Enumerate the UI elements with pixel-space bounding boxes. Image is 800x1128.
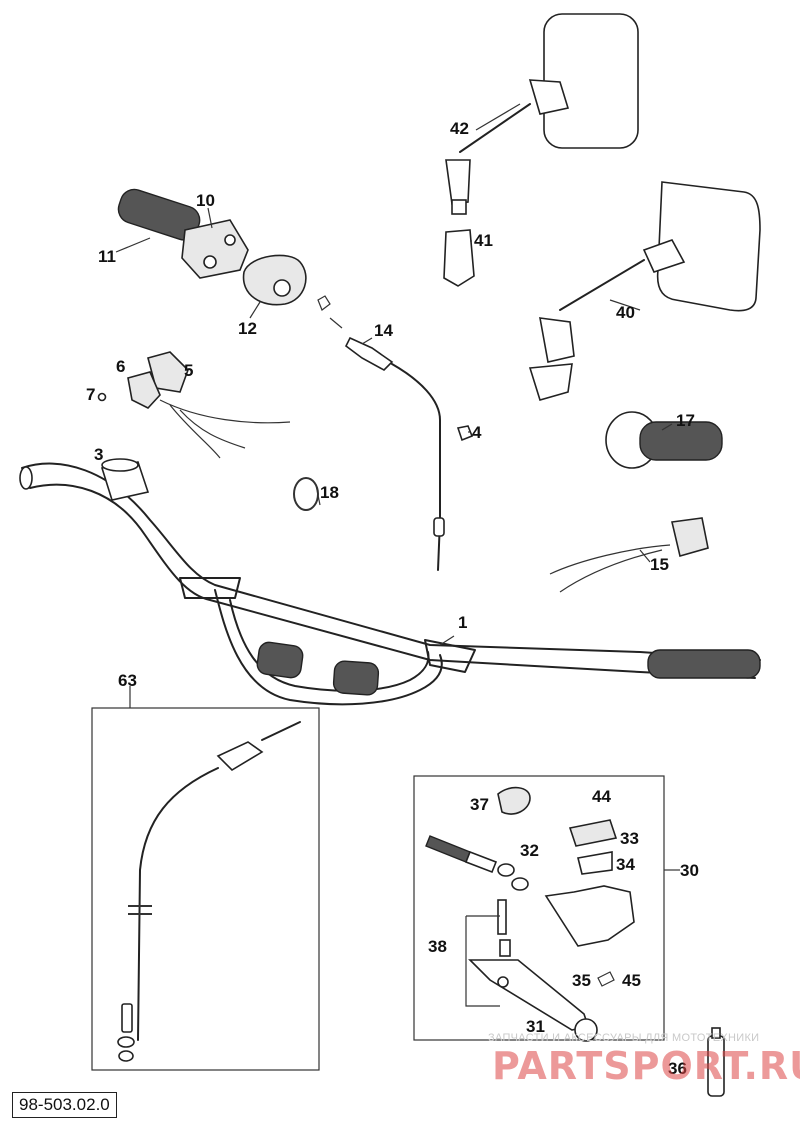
callout-12: 12 bbox=[238, 319, 257, 338]
callout-38: 38 bbox=[428, 937, 447, 956]
mirror-right-part bbox=[528, 181, 761, 401]
callout-41: 41 bbox=[474, 231, 493, 250]
callout-32: 32 bbox=[520, 841, 539, 860]
callout-6: 6 bbox=[116, 357, 125, 376]
callout-30: 30 bbox=[680, 861, 699, 880]
callout-40: 40 bbox=[616, 303, 635, 322]
callout-18: 18 bbox=[320, 483, 339, 502]
callout-45: 45 bbox=[622, 971, 641, 990]
fluid-bottle-part bbox=[707, 1027, 725, 1097]
kill-switch-part bbox=[549, 517, 709, 593]
switch-clamp-part bbox=[97, 351, 291, 459]
diagram-reference-number: 98-503.02.0 bbox=[12, 1092, 117, 1118]
callout-63: 63 bbox=[118, 671, 137, 690]
callout-10: 10 bbox=[196, 191, 215, 210]
watermark-brand: PARTSPORT.RU bbox=[492, 1044, 800, 1088]
callout-31: 31 bbox=[526, 1017, 545, 1036]
cable-assembly-box bbox=[91, 686, 320, 1071]
callout-17: 17 bbox=[676, 411, 695, 430]
callout-15: 15 bbox=[650, 555, 669, 574]
callout-35: 35 bbox=[572, 971, 591, 990]
callout-33: 33 bbox=[620, 829, 639, 848]
callout-3: 3 bbox=[94, 445, 103, 464]
callout-11: 11 bbox=[98, 247, 116, 266]
callout-4: 4 bbox=[472, 423, 482, 442]
mirror-clamp-small-part bbox=[443, 229, 475, 287]
mirror-left-part bbox=[445, 13, 639, 215]
watermark-caption: ЗАПЧАСТИ И АКСЕССУАРЫ ДЛЯ МОТОТЕХНИКИ bbox=[488, 1032, 760, 1044]
callout-34: 34 bbox=[616, 855, 635, 874]
brake-assembly-box bbox=[413, 775, 680, 1042]
callout-44: 44 bbox=[592, 787, 611, 806]
handlebar-part bbox=[19, 462, 761, 706]
nut-part bbox=[456, 425, 474, 442]
callout-36: 36 bbox=[668, 1059, 687, 1078]
callout-37: 37 bbox=[470, 795, 489, 814]
callout-7: 7 bbox=[86, 385, 95, 404]
grip-right-part bbox=[605, 411, 723, 469]
cable-clip-part bbox=[293, 477, 321, 511]
callout-42: 42 bbox=[450, 119, 469, 138]
callout-5: 5 bbox=[184, 361, 193, 380]
throttle-cover-part bbox=[242, 254, 307, 306]
leader-lines bbox=[115, 103, 673, 646]
callout-1: 1 bbox=[458, 613, 467, 632]
callout-14: 14 bbox=[374, 321, 393, 340]
throttle-cable-part bbox=[317, 295, 445, 571]
sleeve-part bbox=[100, 458, 150, 501]
throttle-grip-part bbox=[117, 188, 249, 279]
